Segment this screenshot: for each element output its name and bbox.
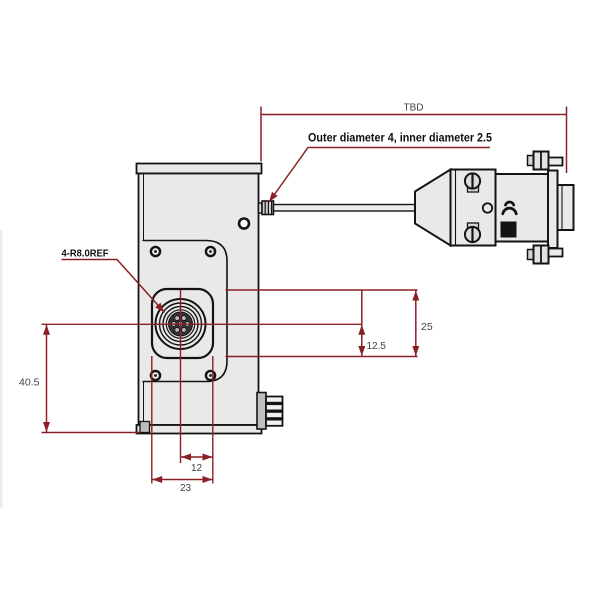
dim-23: 23: [152, 476, 213, 494]
dim-40-5: 40.5: [19, 324, 50, 432]
corner-radius-label: 4-R8.0REF: [62, 249, 109, 260]
mounting-screw: [204, 369, 217, 382]
dim-label-cable-length: TBD: [404, 103, 424, 114]
dim-corner-radius-callout: 4-R8.0REF: [61, 249, 166, 314]
backshell-screw-bottom: [463, 222, 482, 244]
dim-cable-length: TBD: [260, 103, 568, 173]
dim-label-23: 23: [180, 483, 192, 494]
mounting-screw: [149, 369, 162, 382]
jackscrew-bottom: [526, 244, 564, 265]
jackscrew-top: [526, 150, 564, 171]
screw-hole: [237, 217, 251, 230]
cable-gland: [257, 200, 275, 216]
backshell-nose: [414, 167, 452, 248]
dim-label-25: 25: [421, 321, 433, 333]
brand-logo-icon: [501, 200, 518, 216]
cable: [272, 203, 416, 212]
device-body: [135, 162, 284, 435]
mounting-screw: [149, 245, 162, 258]
housing-hole: [481, 202, 494, 214]
dim-cable-spec-callout: Outer diameter 4, inner diameter 2.5: [268, 131, 492, 203]
reference-lines: [41, 289, 418, 484]
connector-flange: [547, 169, 559, 249]
dim-12: 12: [181, 453, 213, 474]
dim-label-12: 12: [191, 463, 203, 474]
side-connector: [256, 391, 284, 430]
d-sub-connector: [414, 150, 575, 265]
body-bottom-cap: [135, 424, 263, 435]
dim-25: 25: [412, 290, 433, 356]
label-square-icon: [500, 221, 517, 238]
mounting-screw: [204, 245, 217, 258]
dim-12-5: 12.5: [358, 290, 387, 356]
page-edge-strip: [0, 230, 3, 508]
dim-label-40-5: 40.5: [19, 377, 40, 389]
cable-spec-label: Outer diameter 4, inner diameter 2.5: [308, 131, 492, 145]
body-bottom-step: [139, 420, 151, 434]
m12-connector-face: [150, 287, 215, 360]
d-shell: [556, 184, 575, 231]
backshell-screw-top: [463, 172, 482, 193]
dim-label-12-5: 12.5: [367, 341, 387, 352]
body-top-cap: [135, 162, 263, 175]
